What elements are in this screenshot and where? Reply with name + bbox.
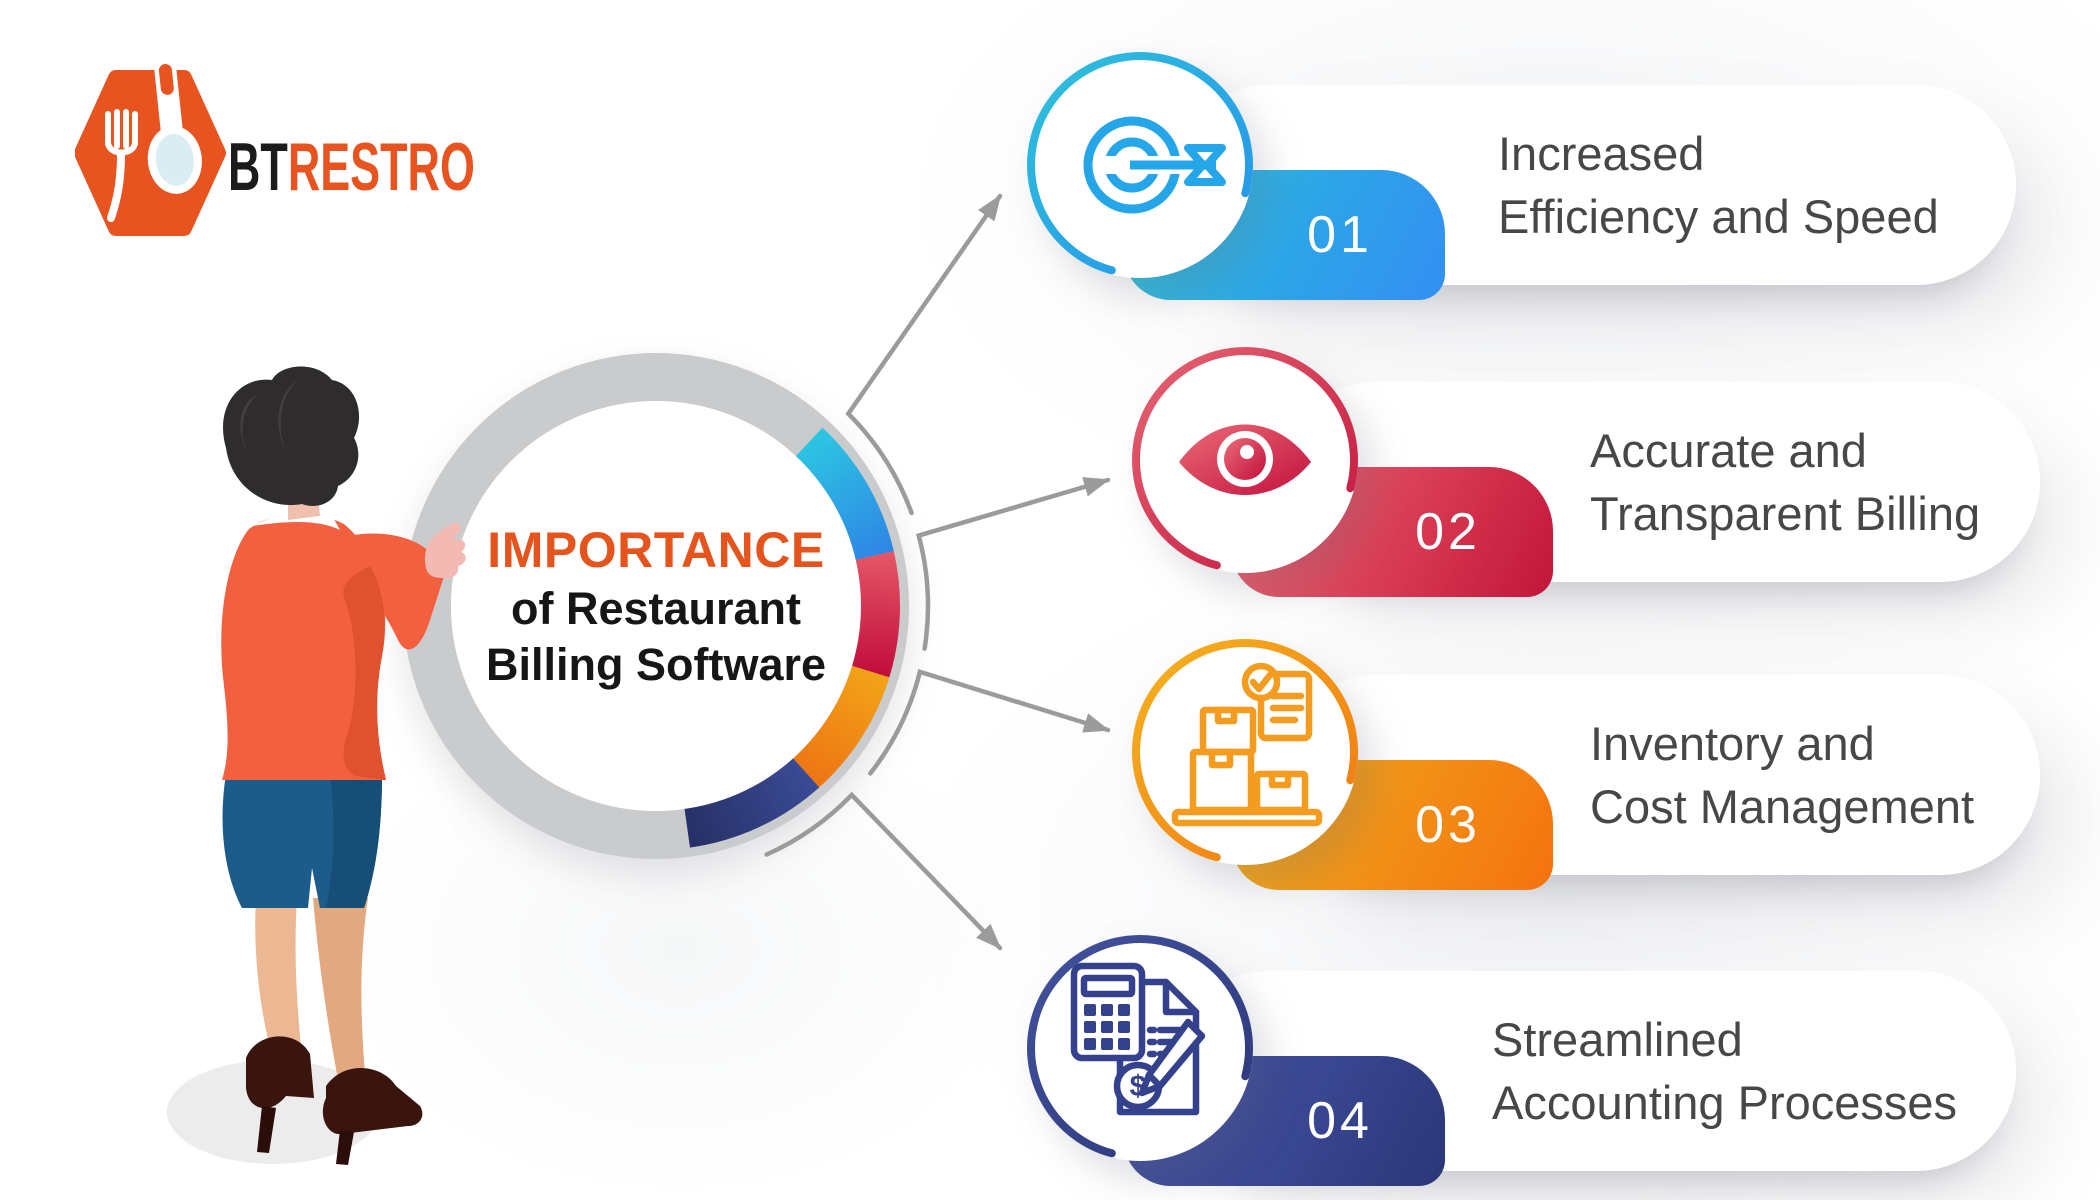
- ring-inner-disk: [451, 401, 861, 811]
- fork-icon: [105, 109, 138, 222]
- high-heel-spike: [257, 1106, 276, 1153]
- woman-hand: [424, 522, 466, 579]
- badge-number: 01: [1307, 206, 1373, 264]
- woman-illustration: [167, 366, 466, 1165]
- connector-arrow-4: [764, 791, 1003, 951]
- center-title-block: IMPORTANCE of Restaurant Billing Softwar…: [451, 478, 861, 734]
- calculator-document-icon: $: [1027, 935, 1253, 1161]
- benefit-label-1: Increased Efficiency and Speed: [1498, 122, 1939, 248]
- logo-wordmark: BTRESTRO: [228, 128, 475, 206]
- target-arrow-icon: [1027, 52, 1253, 278]
- ring-segment-navy: [684, 757, 820, 848]
- ring-segment-cyan: [794, 427, 894, 561]
- benefit-line2: Efficiency and Speed: [1498, 190, 1939, 243]
- high-heel-shoe: [322, 1067, 423, 1135]
- title-importance: IMPORTANCE: [487, 522, 825, 578]
- ring-segment-orange: [792, 665, 890, 788]
- woman-leg: [255, 898, 304, 1080]
- benefit-line2: Cost Management: [1590, 780, 1975, 833]
- logo-text-bt: BT: [228, 129, 288, 205]
- title-sub-line1: of Restaurant: [510, 583, 802, 634]
- connector-arrow-3: [868, 668, 1111, 776]
- benefit-label-2: Accurate and Transparent Billing: [1590, 419, 1980, 545]
- high-heel-shoe: [246, 1036, 314, 1109]
- connector-arrow-2: [915, 477, 1111, 651]
- spoon-icon: [147, 53, 202, 194]
- benefit-line2: Accounting Processes: [1492, 1076, 1958, 1129]
- benefit-line1: Increased: [1498, 127, 1705, 180]
- central-ring-diagram: [403, 193, 1111, 951]
- eye-icon: [1132, 347, 1358, 573]
- woman-hair: [223, 366, 360, 506]
- benefit-line1: Streamlined: [1492, 1013, 1743, 1066]
- benefit-label-3: Inventory and Cost Management: [1590, 712, 1974, 838]
- woman-hair-swirl: [240, 380, 298, 454]
- benefit-line1: Inventory and: [1590, 717, 1875, 770]
- inventory-boxes-icon: [1132, 639, 1358, 865]
- benefit-label-4: Streamlined Accounting Processes: [1492, 1008, 1957, 1134]
- woman-leg: [313, 898, 368, 1090]
- benefit-line1: Accurate and: [1590, 424, 1867, 477]
- ring-segment-red: [850, 551, 900, 678]
- badge-number: 03: [1415, 796, 1481, 854]
- badge-number: 04: [1307, 1092, 1373, 1150]
- connector-arrow-1: [845, 193, 1003, 516]
- logo-text-restro: RESTRO: [287, 129, 475, 205]
- btrestro-logo-icon: [75, 53, 226, 236]
- badge-number: 02: [1415, 503, 1481, 561]
- title-sub-line2: Billing Software: [485, 639, 827, 690]
- benefit-line2: Transparent Billing: [1590, 487, 1981, 540]
- woman-skirt-shade: [326, 774, 382, 908]
